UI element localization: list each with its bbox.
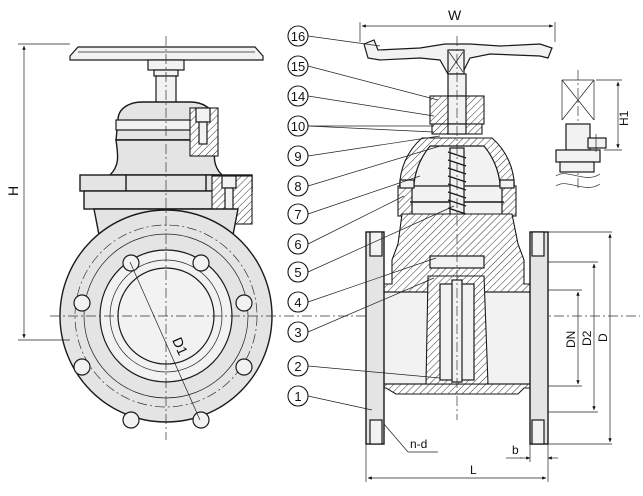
dn-label: DN: [564, 331, 578, 348]
svg-text:3: 3: [294, 325, 301, 340]
callout-9: 9: [287, 145, 309, 167]
h-label: H: [5, 186, 21, 196]
l-label: L: [470, 463, 477, 477]
d1-label: D1: [169, 335, 191, 358]
callout-10: 10: [287, 115, 309, 137]
w-label: W: [448, 7, 462, 23]
bolt-holes-front: [73, 254, 253, 429]
d2-label: D2: [580, 330, 594, 346]
svg-text:7: 7: [294, 207, 301, 222]
callout-6: 6: [287, 233, 309, 255]
svg-text:15: 15: [291, 59, 305, 74]
valve-body-side: [365, 213, 549, 445]
callout-8: 8: [287, 175, 309, 197]
d-label: D: [596, 333, 610, 342]
callout-15: 15: [287, 55, 309, 77]
w-dimension: W: [359, 7, 556, 42]
nd-label: n-d: [410, 437, 427, 451]
callout-3: 3: [287, 321, 309, 343]
svg-text:2: 2: [294, 359, 301, 374]
svg-text:8: 8: [294, 179, 301, 194]
detail-view: H1: [555, 70, 631, 190]
handwheel-front: [69, 46, 264, 77]
b-label: b: [512, 443, 519, 457]
svg-text:6: 6: [294, 237, 301, 252]
svg-text:5: 5: [294, 265, 301, 280]
front-view: D1 H: [5, 36, 640, 440]
callout-2: 2: [287, 355, 309, 377]
h1-label: H1: [617, 110, 631, 126]
bottom-dimensions: L b n-d: [365, 423, 558, 482]
handwheel-side: [363, 39, 553, 75]
svg-text:14: 14: [291, 89, 305, 104]
svg-text:1: 1: [294, 389, 301, 404]
callout-14: 14: [287, 85, 309, 107]
callout-16: 16: [287, 25, 309, 47]
right-dimensions: DN D2 D: [548, 231, 612, 445]
svg-text:9: 9: [294, 149, 301, 164]
h-dimension: H: [5, 43, 70, 341]
svg-text:16: 16: [291, 29, 305, 44]
callouts: 16 15 14 10 9 8 7 6 5 4 3 2 1: [287, 25, 309, 407]
callout-1: 1: [287, 385, 309, 407]
svg-text:10: 10: [291, 119, 305, 134]
callout-4: 4: [287, 291, 309, 313]
callout-5: 5: [287, 261, 309, 283]
callout-leaders: [307, 35, 455, 411]
svg-text:4: 4: [294, 295, 301, 310]
section-view: W: [287, 7, 612, 482]
callout-7: 7: [287, 203, 309, 225]
